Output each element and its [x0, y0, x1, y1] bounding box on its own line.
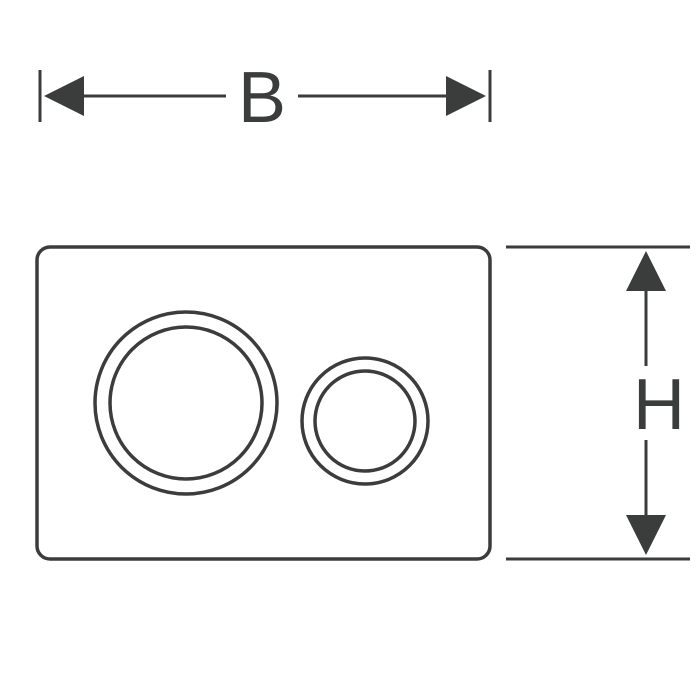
- height-arrowhead-top-icon: [626, 251, 666, 291]
- width-arrowhead-left-icon: [44, 76, 84, 116]
- flush-plate: [35, 245, 492, 561]
- height-arrowhead-bottom-icon: [626, 515, 666, 555]
- large-flush-button-inner-ring: [108, 325, 264, 481]
- height-dimension-label: H: [633, 365, 685, 445]
- width-dimension: B: [38, 58, 492, 138]
- width-dimension-label: B: [238, 58, 286, 138]
- width-arrowhead-right-icon: [446, 76, 486, 116]
- small-flush-button-inner-ring: [313, 369, 417, 473]
- height-dimension: H: [506, 245, 690, 561]
